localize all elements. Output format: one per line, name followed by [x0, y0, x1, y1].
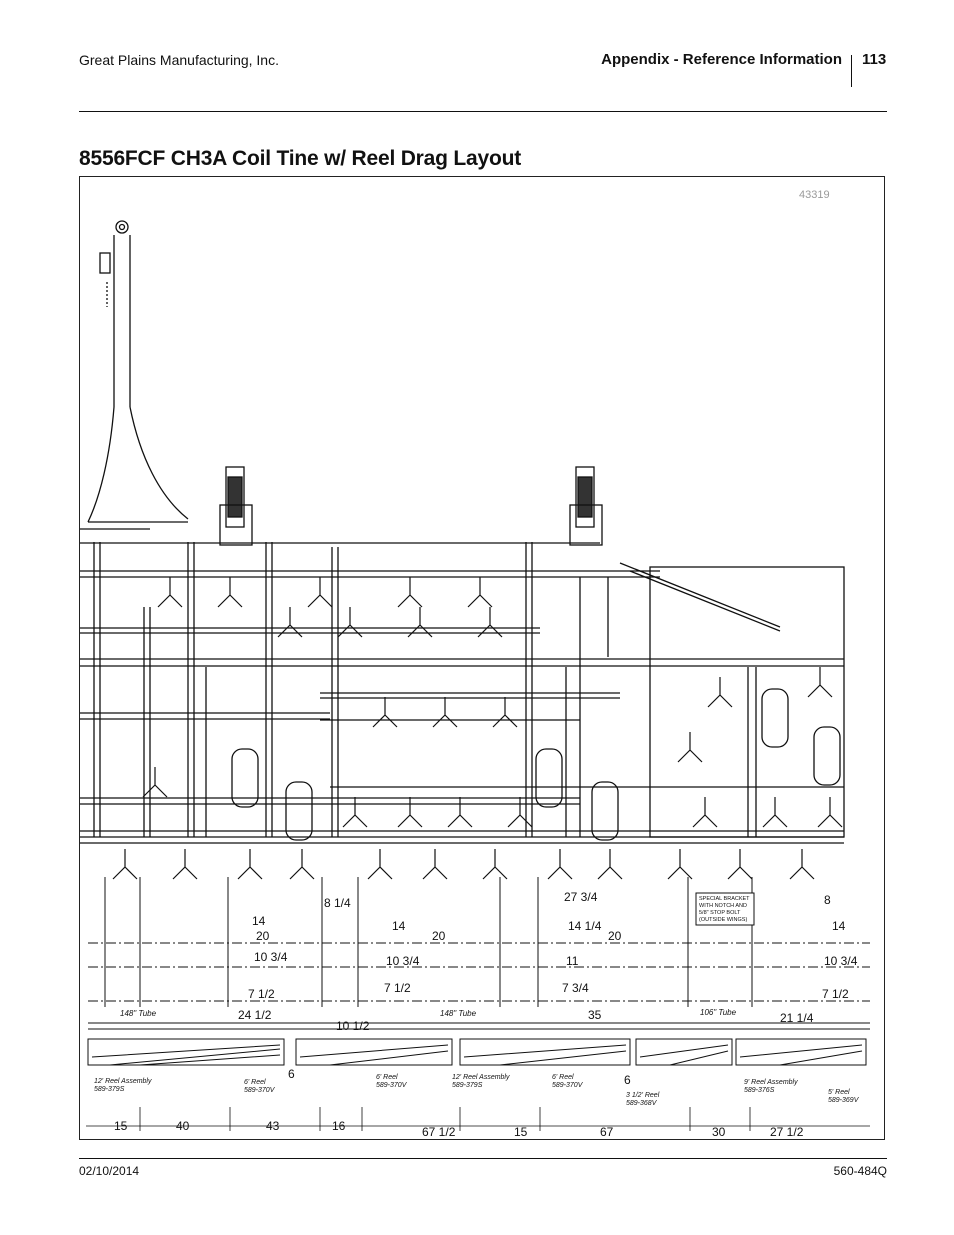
reel-label-4-name: 12' Reel Assembly: [452, 1074, 510, 1081]
bottom-dimension-line: [86, 1107, 870, 1131]
dim-14-a: 14: [252, 914, 266, 928]
reel-label-3-part: 589-370V: [376, 1082, 408, 1089]
header-divider: [851, 55, 852, 87]
dim-10-1-2: 10 1/2: [336, 1019, 370, 1033]
figure-id: 43319: [799, 189, 830, 201]
page-title: 8556FCF CH3A Coil Tine w/ Reel Drag Layo…: [79, 147, 522, 170]
header-section-title: Appendix - Reference Information: [601, 51, 842, 68]
reel-label-1-part: 589-379S: [94, 1086, 125, 1093]
dim-8: 8: [824, 893, 831, 907]
bottom-dim-5: 67 1/2: [422, 1125, 456, 1139]
reel-labels: 12' Reel Assembly 589-379S 6' Reel 589-3…: [94, 1074, 860, 1107]
bottom-dim-6: 15: [514, 1125, 528, 1139]
figure-frame: [79, 176, 885, 1140]
tube-106-label: 106" Tube: [700, 1008, 737, 1017]
reel-label-6-part: 589-368V: [626, 1100, 658, 1107]
reel-label-1-name: 12' Reel Assembly: [94, 1078, 152, 1085]
dim-14-1-4: 14 1/4: [568, 919, 602, 933]
dim-10-3-4-a: 10 3/4: [254, 950, 288, 964]
bottom-dim-1: 15: [114, 1119, 128, 1133]
reel-label-6-name: 3 1/2' Reel: [626, 1092, 660, 1099]
reel-label-2-name: 6' Reel: [244, 1079, 266, 1086]
dim-10-3-4-b: 10 3/4: [386, 954, 420, 968]
bottom-dim-7: 67: [600, 1125, 614, 1139]
dim-27-3-4: 27 3/4: [564, 890, 598, 904]
dim-24-1-2: 24 1/2: [238, 1008, 272, 1022]
tube-labels: 148" Tube 148" Tube 106" Tube: [120, 1008, 737, 1018]
footer-date: 02/10/2014: [79, 1164, 140, 1178]
reel-label-5-name: 6' Reel: [552, 1074, 574, 1081]
machine-frame: [80, 220, 845, 844]
bottom-dim-8: 30: [712, 1125, 726, 1139]
bracket-note-line-1: SPECIAL BRACKET: [699, 896, 750, 902]
dim-20-c: 20: [608, 929, 622, 943]
reel-assemblies: [87, 1038, 867, 1066]
dim-14-c: 14: [832, 919, 846, 933]
reel-label-3-name: 6' Reel: [376, 1074, 398, 1081]
footer-doc-number: 560-484Q: [833, 1164, 887, 1178]
dim-20-a: 20: [256, 929, 270, 943]
dim-7-1-2-c: 7 1/2: [822, 987, 849, 1001]
bottom-dim-9: 27 1/2: [770, 1125, 804, 1139]
reel-label-7-part: 589-376S: [744, 1087, 775, 1094]
footer-rule: [79, 1158, 887, 1159]
bracket-note: SPECIAL BRACKET WITH NOTCH AND 5/8" STOP…: [695, 892, 755, 926]
reel-label-5-part: 589-370V: [552, 1082, 584, 1089]
layout-drawing: 8 1/4 27 3/4 8 14 14 14 1/4 14 20 20 20 …: [80, 220, 870, 1139]
reel-label-4-part: 589-379S: [452, 1082, 483, 1089]
dim-7-1-2-a: 7 1/2: [248, 987, 275, 1001]
tine-bars: [88, 877, 870, 1030]
dim-7-3-4: 7 3/4: [562, 981, 589, 995]
dim-11: 11: [566, 954, 579, 968]
dim-7-1-2-b: 7 1/2: [384, 981, 411, 995]
dim-6-a: 6: [288, 1067, 295, 1081]
dim-10-3-4-c: 10 3/4: [824, 954, 858, 968]
dim-6-b: 6: [624, 1073, 631, 1087]
reel-label-2-part: 589-370V: [244, 1087, 276, 1094]
reel-label-8-name: 5' Reel: [828, 1089, 850, 1096]
tube-148-label-a: 148" Tube: [120, 1009, 157, 1018]
header-company: Great Plains Manufacturing, Inc.: [79, 52, 279, 68]
bottom-dimension-values: 15 40 43 16 67 1/2 15 67 30 27 1/2: [114, 1119, 804, 1139]
tube-148-label-b: 148" Tube: [440, 1009, 477, 1018]
dim-21-1-4: 21 1/4: [780, 1011, 814, 1025]
bracket-note-line-3: 5/8" STOP BOLT: [699, 910, 741, 916]
bracket-note-line-4: (OUTSIDE WINGS): [699, 917, 747, 923]
shank-rows: [112, 577, 843, 880]
bottom-dim-4: 16: [332, 1119, 346, 1133]
reel-label-7-name: 9' Reel Assembly: [744, 1079, 798, 1086]
dim-8-1-4: 8 1/4: [324, 896, 351, 910]
dim-35: 35: [588, 1008, 602, 1022]
bottom-dim-3: 43: [266, 1119, 280, 1133]
reel-label-8-part: 589-369V: [828, 1097, 860, 1104]
dim-20-b: 20: [432, 929, 446, 943]
bottom-dim-2: 40: [176, 1119, 190, 1133]
header-rule: [79, 111, 887, 112]
dim-14-b: 14: [392, 919, 406, 933]
dimension-labels: 8 1/4 27 3/4 8 14 14 14 1/4 14 20 20 20 …: [238, 890, 858, 1087]
page-number: 113: [862, 51, 887, 68]
bracket-note-line-2: WITH NOTCH AND: [699, 903, 747, 909]
